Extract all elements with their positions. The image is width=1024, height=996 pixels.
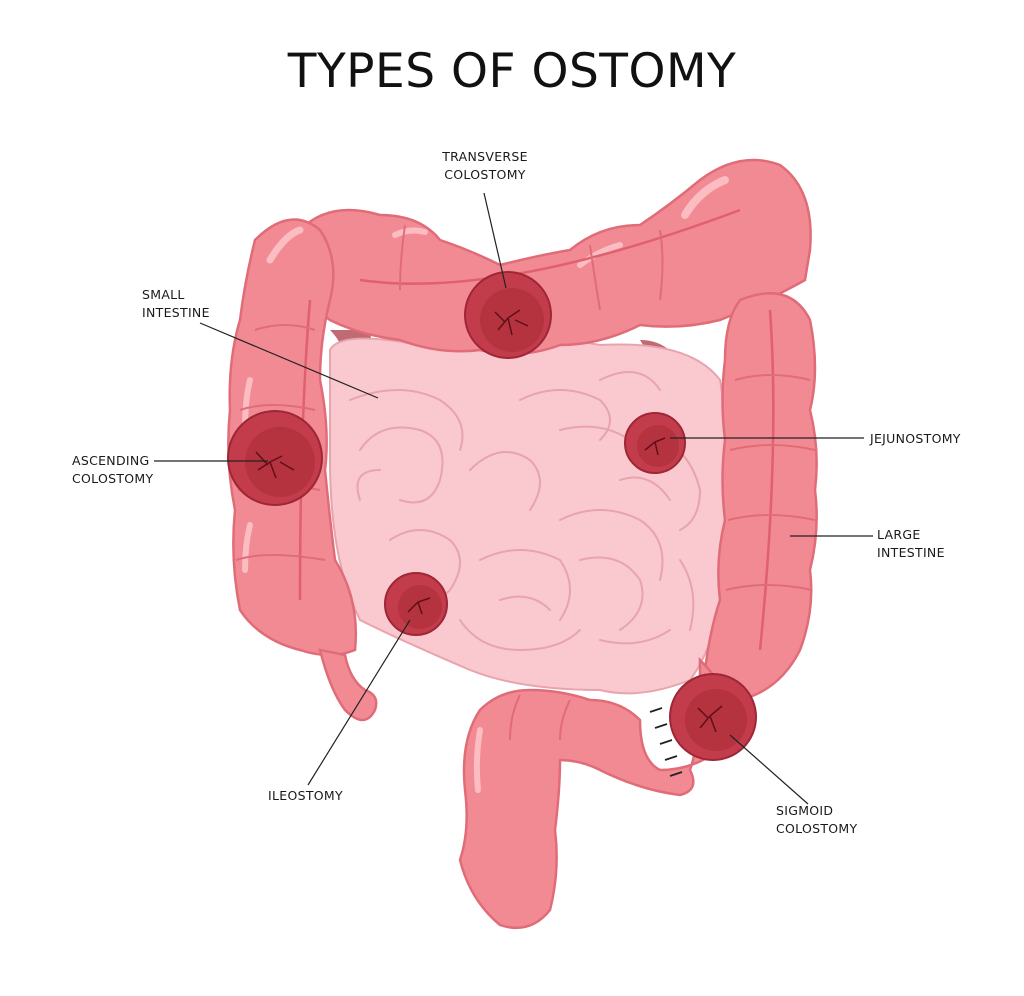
leader-lines <box>154 192 873 805</box>
large-intestine <box>227 158 818 930</box>
leader-ileostomy <box>307 619 411 786</box>
label-large-intestine: LARGE INTESTINE <box>877 527 945 560</box>
leader-small-intestine <box>199 322 379 399</box>
label-small-intestine: SMALL INTESTINE <box>142 287 210 320</box>
leader-sigmoid <box>729 734 809 805</box>
small-intestine <box>329 336 730 695</box>
colon-highlights <box>235 176 816 793</box>
stoma-transverse <box>464 271 552 359</box>
stoma-ileostomy <box>384 572 448 636</box>
leader-transverse <box>483 192 507 289</box>
label-jejunostomy: JEJUNOSTOMY <box>870 431 961 446</box>
label-sigmoid-colostomy: SIGMOID COLOSTOMY <box>776 803 858 836</box>
stoma-ascending <box>227 410 323 506</box>
label-transverse-colostomy: TRANSVERSE COLOSTOMY <box>442 149 528 182</box>
diagram-title: TYPES OF OSTOMY <box>287 44 737 99</box>
stoma-jejunostomy <box>624 412 686 474</box>
label-ascending-colostomy: ASCENDING COLOSTOMY <box>72 453 154 486</box>
label-ileostomy: ILEOSTOMY <box>268 788 343 803</box>
